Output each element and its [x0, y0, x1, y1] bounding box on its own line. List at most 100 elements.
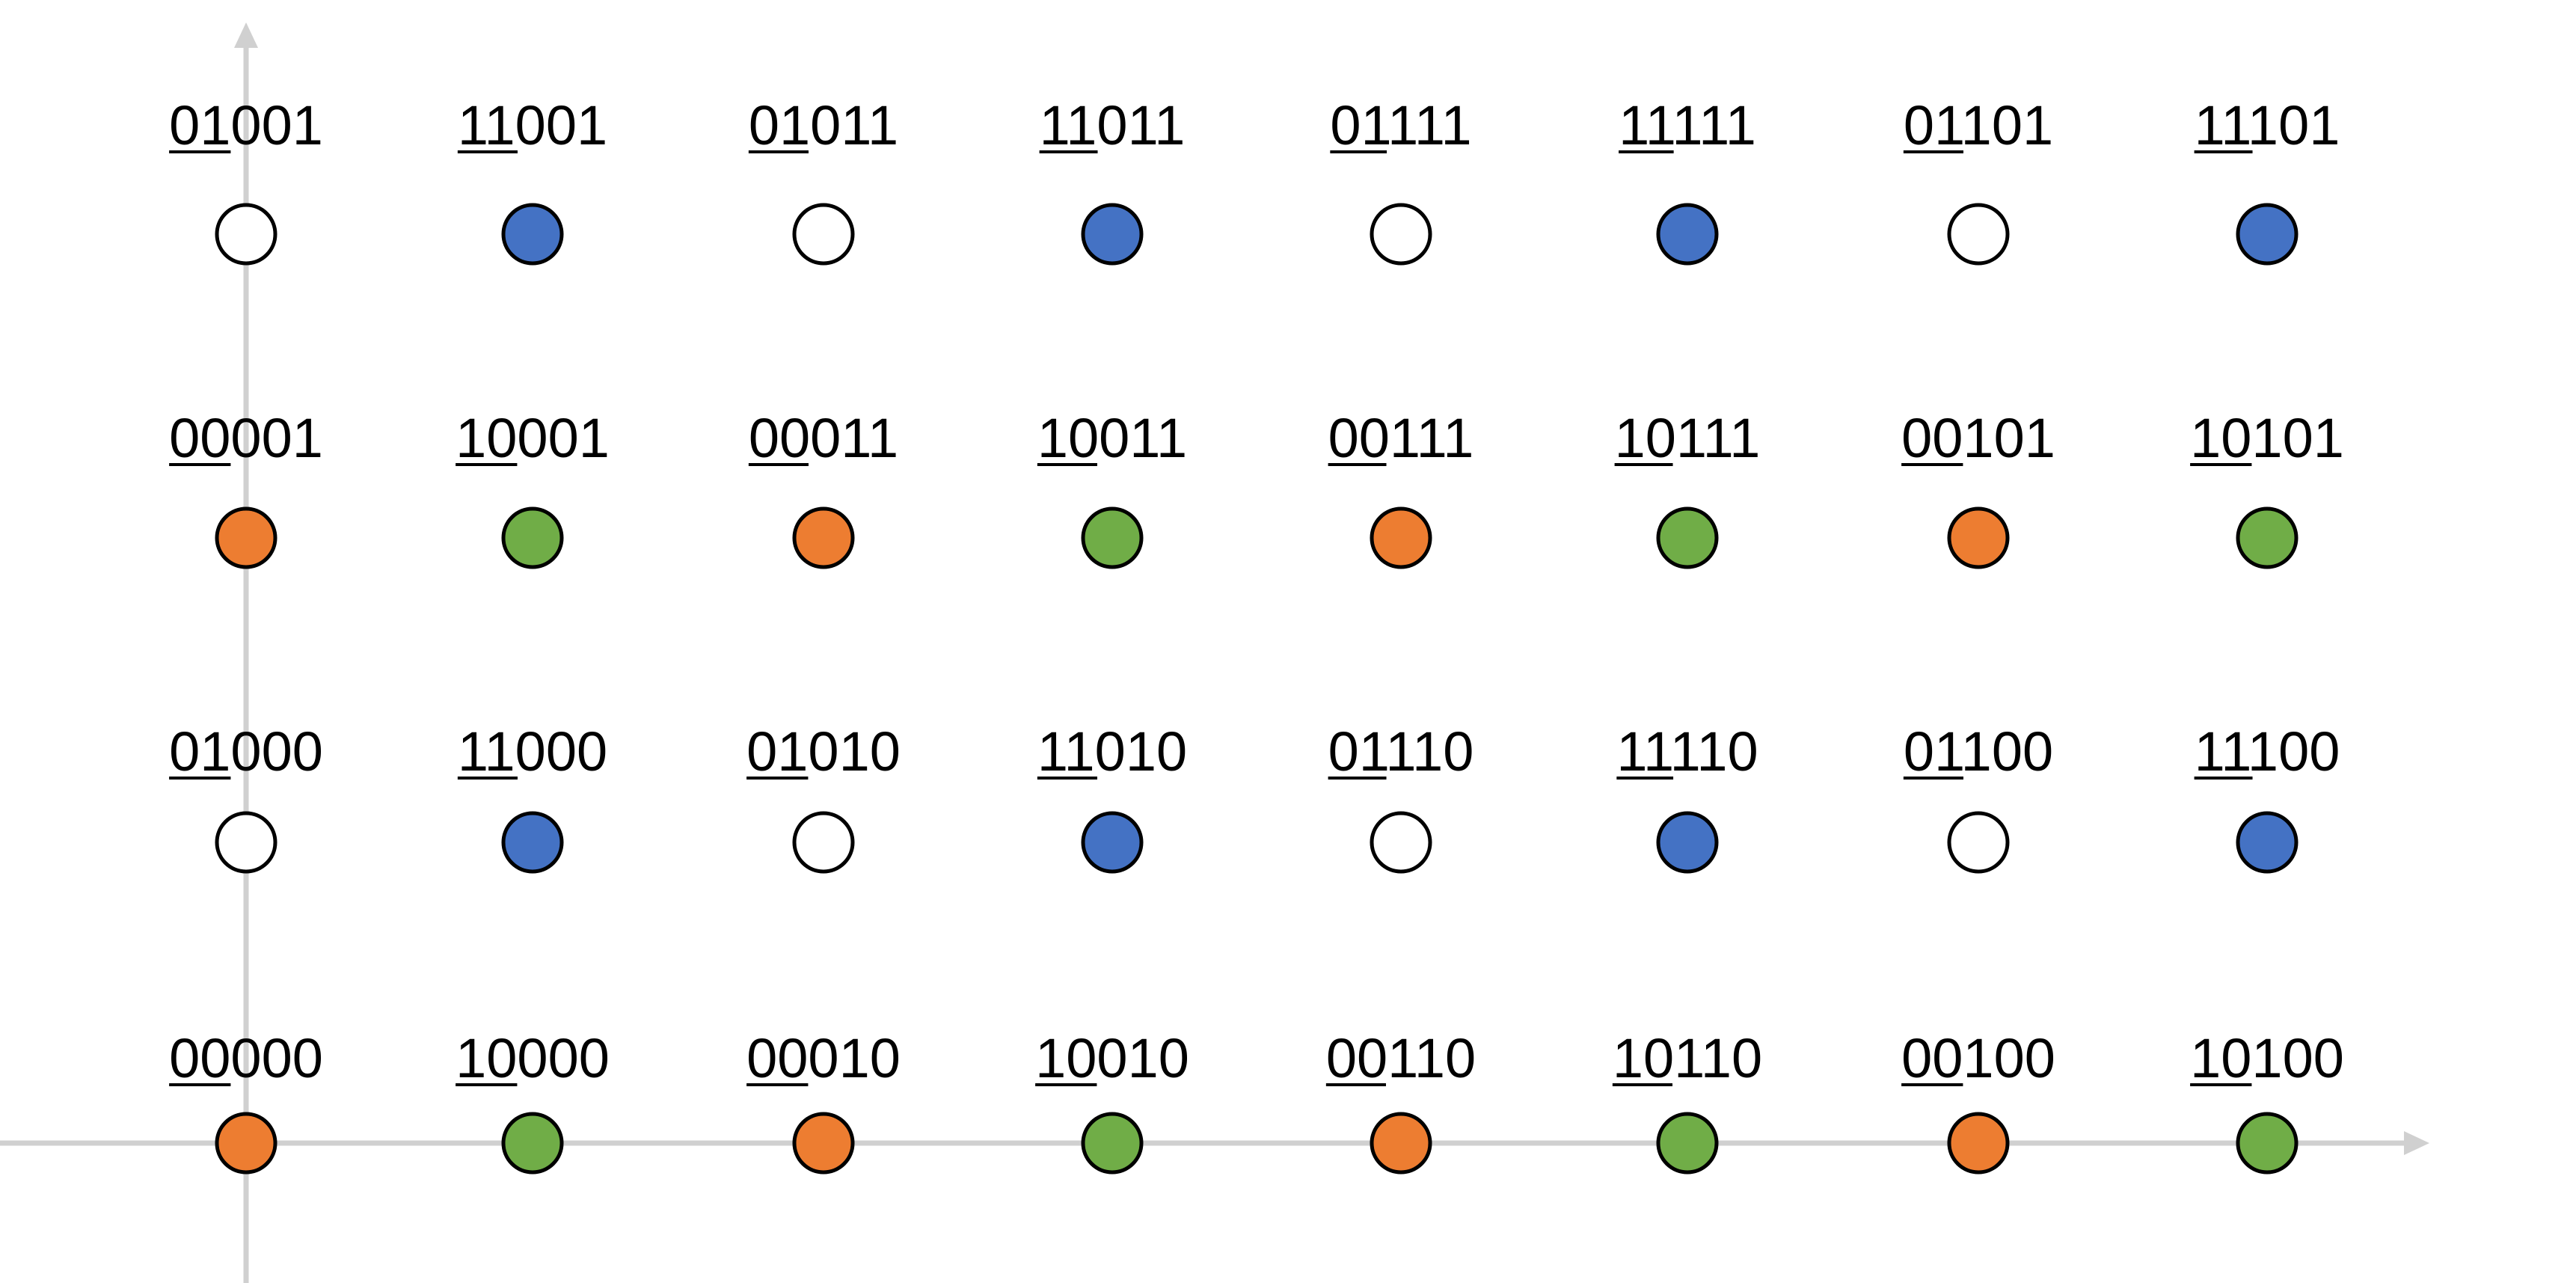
node-dot-orange: [1947, 1112, 2010, 1175]
y-axis-arrowhead: [234, 22, 258, 48]
node-label: 10111: [1615, 407, 1761, 469]
node-label: 10010: [1035, 1027, 1189, 1089]
node-dot-green: [1081, 506, 1144, 569]
node-label: 01110: [1328, 720, 1474, 783]
node-grid: 01001 11001 01011 11011 01111 11111 01101 11101…: [169, 94, 2344, 1175]
node-dot-blue: [1656, 203, 1719, 266]
lattice-node: 10111: [1614, 407, 1761, 569]
lattice-node: 00000: [169, 1027, 323, 1175]
lattice-node: 00011: [748, 407, 898, 569]
node-dot-green: [1656, 506, 1719, 569]
node-dot-blue: [1081, 203, 1144, 266]
lattice-node: 00001: [169, 407, 323, 569]
node-label: 10101: [2190, 407, 2344, 469]
node-dot-orange: [1370, 1112, 1432, 1175]
node-label: 11001: [458, 94, 607, 156]
node-dot-blue: [501, 203, 564, 266]
node-label: 11111: [1619, 94, 1756, 156]
lattice-node: 00110: [1325, 1027, 1476, 1175]
lattice-node: 11011: [1039, 94, 1186, 266]
node-label: 00100: [1901, 1027, 2055, 1089]
node-dot-green: [501, 506, 564, 569]
node-dot-white: [1370, 203, 1432, 266]
node-dot-green: [2236, 506, 2299, 569]
lattice-node: 01001: [169, 94, 323, 266]
node-row: 00001 10001 00011 10011 00111 10111 00101 10101: [169, 407, 2344, 569]
node-label: 10100: [2190, 1027, 2344, 1089]
node-row: 01001 11001 01011 11011 01111 11111 01101 11101: [169, 94, 2340, 266]
node-label: 00010: [746, 1027, 901, 1089]
node-label: 00111: [1328, 407, 1474, 469]
node-label: 11000: [458, 720, 607, 783]
node-label: 01100: [1904, 720, 2053, 783]
node-dot-white: [1947, 811, 2010, 874]
node-dot-green: [1656, 1112, 1719, 1175]
node-dot-white: [792, 811, 855, 874]
lattice-node: 10011: [1037, 407, 1187, 569]
lattice-node: 00100: [1901, 1027, 2055, 1175]
lattice-node: 11101: [2194, 94, 2340, 266]
lattice-node: 10100: [2190, 1027, 2344, 1175]
lattice-node: 01100: [1903, 720, 2053, 874]
lattice-node: 11111: [1619, 94, 1756, 266]
node-dot-white: [792, 203, 855, 266]
lattice-node: 10001: [456, 407, 610, 569]
lattice-node: 11110: [1616, 720, 1758, 874]
node-dot-blue: [2236, 811, 2299, 874]
lattice-node: 00111: [1328, 407, 1474, 569]
node-label: 01011: [749, 94, 898, 156]
node-dot-green: [1081, 1112, 1144, 1175]
node-label: 00110: [1326, 1027, 1476, 1089]
node-label: 10011: [1037, 407, 1187, 469]
node-label: 00101: [1901, 407, 2055, 469]
lattice-node: 01011: [748, 94, 898, 266]
lattice-node: 01010: [746, 720, 901, 874]
node-label: 01001: [169, 94, 323, 156]
node-dot-white: [1370, 811, 1432, 874]
lattice-node: 11010: [1037, 720, 1187, 874]
node-label: 10001: [456, 407, 610, 469]
node-label: 11100: [2195, 720, 2340, 783]
node-label: 11110: [1616, 720, 1758, 783]
lattice-node: 00010: [746, 1027, 901, 1175]
node-label: 11101: [2195, 94, 2340, 156]
lattice-node: 11100: [2194, 720, 2340, 874]
lattice-node: 10110: [1612, 1027, 1762, 1175]
node-dot-orange: [792, 1112, 855, 1175]
node-label: 00001: [169, 407, 323, 469]
node-dot-blue: [1081, 811, 1144, 874]
node-row: 00000 10000 00010 10010 00110 10110 00100 10100: [169, 1027, 2344, 1175]
node-label: 00011: [749, 407, 898, 469]
lattice-node: 11000: [457, 720, 607, 874]
node-label: 11010: [1037, 720, 1187, 783]
lattice-node: 01110: [1328, 720, 1474, 874]
lattice-node: 11001: [457, 94, 607, 266]
node-dot-orange: [215, 1112, 277, 1175]
lattice-node: 10000: [456, 1027, 610, 1175]
node-label: 01000: [169, 720, 323, 783]
node-dot-blue: [2236, 203, 2299, 266]
lattice-node: 01111: [1330, 94, 1472, 266]
node-dot-orange: [1947, 506, 2010, 569]
node-dot-white: [215, 203, 277, 266]
node-label: 01101: [1904, 94, 2053, 156]
node-label: 11011: [1040, 94, 1186, 156]
node-label: 01010: [746, 720, 901, 783]
x-axis-arrowhead: [2404, 1131, 2429, 1155]
lattice-node: 10010: [1035, 1027, 1189, 1175]
node-label: 10110: [1613, 1027, 1762, 1089]
node-label: 10000: [456, 1027, 610, 1089]
node-dot-blue: [501, 811, 564, 874]
node-dot-orange: [1370, 506, 1432, 569]
node-dot-green: [2236, 1112, 2299, 1175]
lattice-node: 01000: [169, 720, 323, 874]
node-label: 01111: [1330, 94, 1471, 156]
node-dot-green: [501, 1112, 564, 1175]
node-dot-blue: [1656, 811, 1719, 874]
node-row: 01000 11000 01010 11010 01110 11110 01100 11100: [169, 720, 2340, 874]
node-dot-white: [1947, 203, 2010, 266]
axes: [0, 22, 2429, 1283]
node-dot-white: [215, 811, 277, 874]
node-dot-orange: [215, 506, 277, 569]
